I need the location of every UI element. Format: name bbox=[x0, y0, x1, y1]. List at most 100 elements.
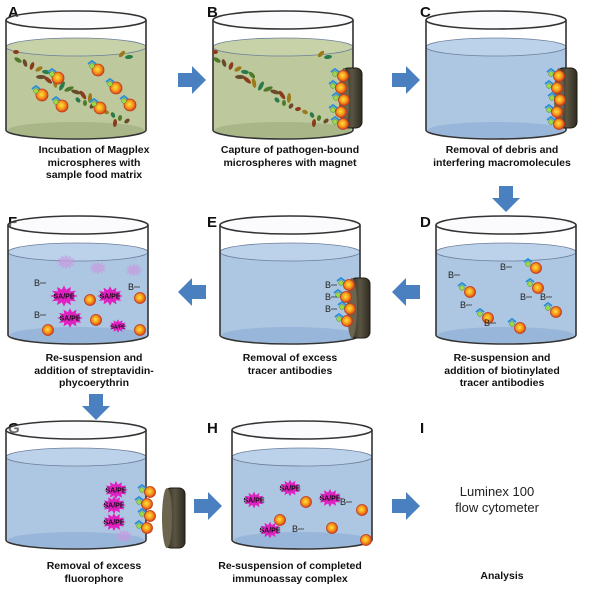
debris bbox=[242, 76, 252, 84]
antigen bbox=[509, 321, 515, 327]
debris bbox=[35, 66, 43, 72]
caption-line: tracer antibodies bbox=[459, 377, 545, 389]
antibody bbox=[328, 79, 338, 89]
microsphere bbox=[55, 99, 69, 113]
sape-label: SA/PE bbox=[59, 316, 80, 323]
flow-arrow-left bbox=[392, 278, 420, 306]
debris bbox=[64, 86, 74, 92]
caption-line: sample food matrix bbox=[45, 169, 143, 181]
microsphere bbox=[144, 510, 156, 522]
antibody bbox=[523, 257, 533, 267]
antibody bbox=[337, 300, 347, 310]
sape-label: SA/PE bbox=[243, 498, 264, 505]
microsphere bbox=[360, 534, 372, 546]
antigen bbox=[333, 95, 339, 101]
panel-label-d: D bbox=[420, 214, 431, 231]
debris bbox=[29, 62, 35, 70]
antigen bbox=[549, 95, 555, 101]
caption-line: tracer antibodies bbox=[247, 364, 333, 377]
antigen bbox=[339, 304, 345, 310]
sape-star bbox=[125, 263, 143, 277]
beaker-bottom bbox=[222, 327, 358, 343]
debris bbox=[118, 50, 126, 58]
panel-label-e: E bbox=[207, 214, 218, 231]
debris bbox=[323, 118, 329, 124]
debris bbox=[212, 50, 218, 54]
antibody bbox=[89, 97, 99, 107]
microsphere bbox=[326, 522, 338, 534]
biotin-label: B bbox=[128, 282, 134, 292]
debris bbox=[125, 54, 133, 60]
biotin-label: B bbox=[448, 270, 454, 280]
microsphere bbox=[134, 324, 146, 336]
sape-label: SA/PE bbox=[105, 488, 126, 495]
microsphere bbox=[274, 514, 286, 526]
caption-line: addition of biotinylated bbox=[444, 364, 560, 377]
caption-line: Capture of pathogen-bound bbox=[220, 144, 360, 156]
sape-star bbox=[89, 261, 107, 275]
antibody bbox=[457, 281, 467, 291]
antigen bbox=[107, 81, 113, 87]
antigen bbox=[332, 71, 338, 77]
antibody-arm bbox=[507, 317, 517, 323]
microsphere bbox=[532, 282, 544, 294]
biotin-label: B bbox=[340, 497, 346, 507]
antibody bbox=[328, 103, 338, 113]
sape-label: SA/PE bbox=[259, 528, 280, 535]
antibody bbox=[137, 507, 147, 517]
biotin-label: B bbox=[460, 300, 466, 310]
debris bbox=[71, 89, 81, 95]
antibody bbox=[47, 67, 57, 77]
microsphere bbox=[141, 498, 153, 510]
microsphere bbox=[341, 315, 353, 327]
debris bbox=[235, 74, 245, 80]
debris bbox=[295, 106, 301, 112]
antibody bbox=[546, 115, 556, 125]
beaker-rim bbox=[212, 10, 354, 30]
microsphere bbox=[554, 94, 566, 106]
antigen bbox=[330, 83, 336, 89]
beaker-bottom bbox=[215, 122, 351, 138]
beaker-wall bbox=[219, 225, 361, 345]
antibody-arm bbox=[328, 103, 338, 109]
caption-line: Re-suspension of completed bbox=[218, 560, 362, 572]
sape-label: SA/PE bbox=[110, 325, 126, 331]
antibody-arm bbox=[137, 507, 147, 513]
sape-star bbox=[318, 489, 342, 507]
antigen bbox=[89, 63, 95, 69]
antibody-arm bbox=[330, 67, 340, 73]
sape-star bbox=[97, 286, 123, 306]
antigen bbox=[136, 499, 142, 505]
microsphere bbox=[482, 312, 494, 324]
sape-label: SA/PE bbox=[279, 486, 300, 493]
caption-line: phycoerythrin bbox=[58, 377, 129, 389]
antibody-arm bbox=[546, 115, 556, 121]
antibody bbox=[336, 276, 346, 286]
antibody bbox=[507, 317, 517, 327]
beaker-wall bbox=[435, 225, 577, 345]
antibody-arm bbox=[457, 281, 467, 287]
caption-line: interfering macromolecules bbox=[433, 156, 571, 169]
sape-star bbox=[104, 481, 128, 499]
debris bbox=[278, 90, 286, 100]
panel-label-g: G bbox=[8, 420, 20, 437]
antibody-arm bbox=[134, 519, 144, 525]
panel-label-a: A bbox=[8, 4, 19, 21]
debris bbox=[248, 71, 256, 79]
sape-star bbox=[50, 285, 78, 307]
antibody bbox=[119, 94, 129, 104]
beaker-bottom bbox=[234, 532, 370, 548]
beaker-rim bbox=[5, 420, 147, 440]
antibody-arm bbox=[547, 91, 557, 97]
biotin-label: B bbox=[484, 318, 490, 328]
beaker-rim bbox=[231, 420, 373, 440]
antibody bbox=[330, 67, 340, 77]
caption-line: fluorophore bbox=[64, 572, 124, 585]
beaker-c bbox=[425, 10, 578, 140]
